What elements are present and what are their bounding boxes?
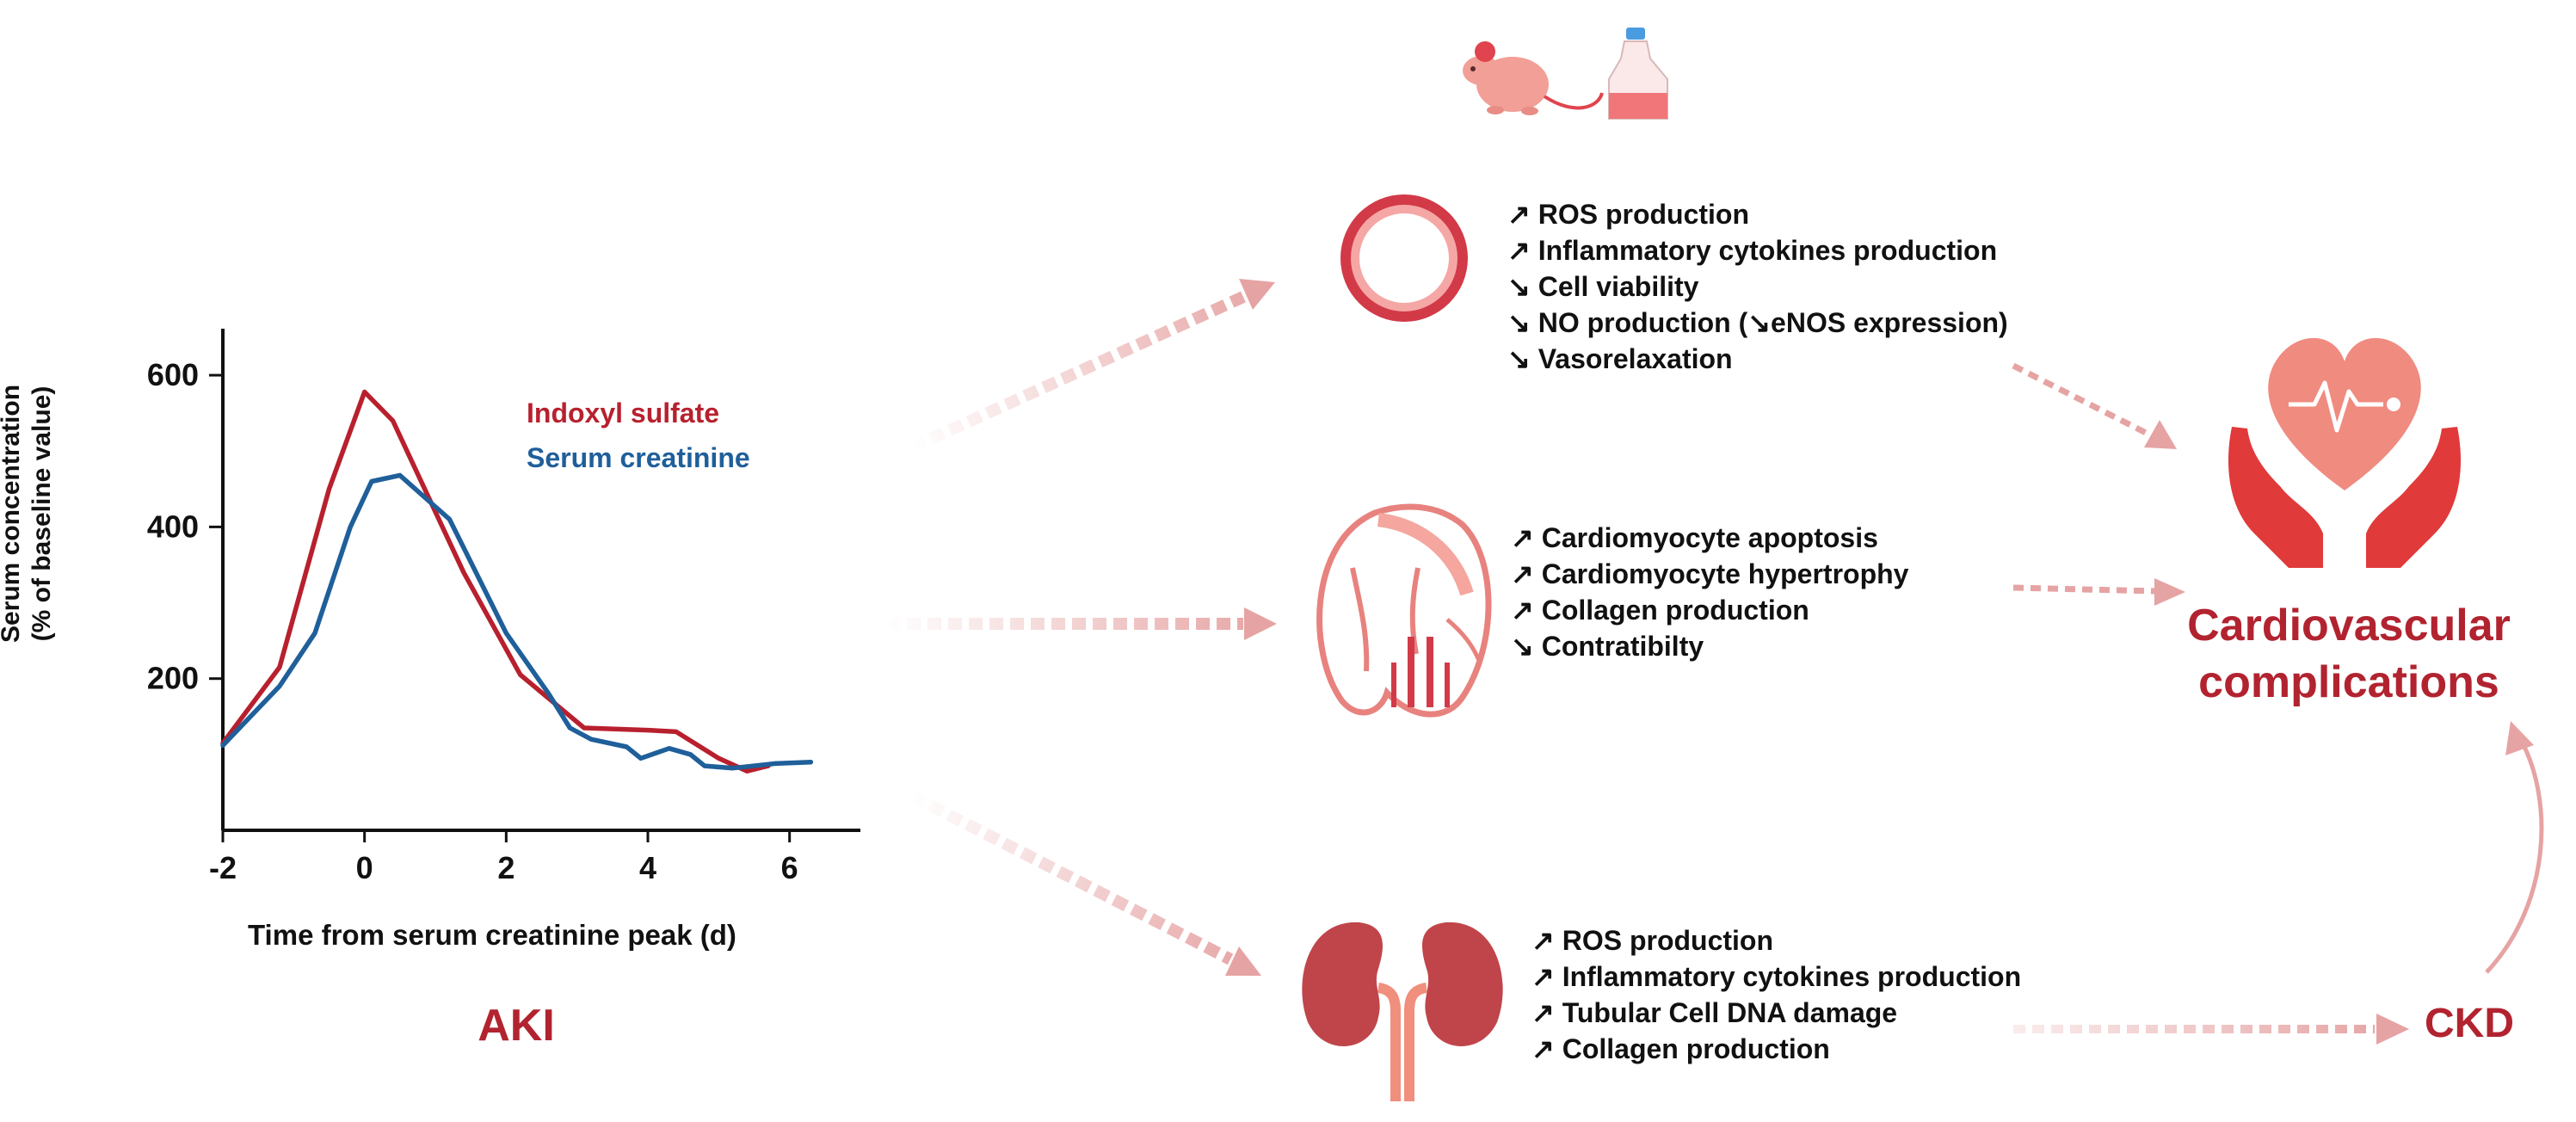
outcome-line2: complications: [2198, 657, 2499, 707]
vessel-effect: ↘ Cell viability: [1507, 271, 1699, 302]
x-tick-label: 2: [497, 850, 515, 885]
x-tick-label: 0: [356, 850, 373, 885]
chart-axes: 200 400 600 -2 0 2 4 6: [147, 329, 860, 885]
heart-effect: ↘ Contratibilty: [1511, 631, 1704, 662]
kidney-effect: ↗ Collagen production: [1531, 1033, 1830, 1064]
kidney-effects-list: ↗ ROS production ↗ Inflammatory cytokine…: [1531, 922, 2021, 1067]
kidneys-icon: [1302, 922, 1503, 1101]
heart-effects-list: ↗ Cardiomyocyte apoptosis ↗ Cardiomyocyt…: [1511, 520, 1908, 664]
arrow-ckd-to-cv: [2485, 721, 2544, 974]
x-tick-label: 6: [781, 850, 798, 885]
vessel-effect: ↘ NO production (↘eNOS expression): [1507, 307, 2008, 338]
heart-effect: ↗ Cardiomyocyte hypertrophy: [1511, 558, 1909, 589]
blood-vessel-icon: [1340, 194, 1468, 322]
arrow-to-kidney: [909, 790, 1261, 976]
series-serum-creatinine-line: [220, 472, 814, 771]
outcome-line1: Cardiovascular: [2187, 601, 2511, 650]
mouse-icon: [1463, 41, 1604, 115]
y-tick-label: 200: [147, 661, 199, 696]
arrow-kidney-to-ckd: [2013, 1014, 2409, 1045]
arrow-vessel-to-cv: [2012, 362, 2177, 449]
cardiovascular-complications-label: Cardiovascular complications: [2185, 597, 2512, 711]
arrow-heart-to-cv: [2012, 578, 2185, 606]
x-tick-label: 4: [639, 850, 656, 885]
kidney-effect: ↗ Inflammatory cytokines production: [1531, 961, 2022, 992]
x-tick-label: -2: [209, 850, 237, 885]
vessel-effects-list: ↗ ROS production ↗ Inflammatory cytokine…: [1507, 196, 2008, 377]
kidney-effect: ↗ ROS production: [1531, 925, 1774, 956]
vessel-effect: ↗ Inflammatory cytokines production: [1507, 235, 1998, 266]
ckd-label: CKD: [2425, 1001, 2514, 1046]
arrow-to-heart: [886, 607, 1277, 640]
vessel-effect: ↗ ROS production: [1507, 199, 1750, 230]
cell-culture-flask-icon: [1608, 28, 1668, 120]
series-indoxyl-sulfate-line: [220, 389, 771, 774]
chart-series: [220, 389, 814, 774]
kidney-effect: ↗ Tubular Cell DNA damage: [1531, 997, 1898, 1028]
heart-effect: ↗ Cardiomyocyte apoptosis: [1511, 522, 1878, 553]
vessel-effect: ↘ Vasorelaxation: [1507, 343, 1733, 374]
legend-indoxyl-sulfate: Indoxyl sulfate: [527, 398, 720, 428]
heart-in-hands-icon: [2228, 337, 2462, 568]
y-tick-label: 600: [147, 357, 199, 392]
heart-effect: ↗ Collagen production: [1511, 595, 1809, 626]
legend-serum-creatinine: Serum creatinine: [527, 442, 750, 473]
arrow-to-vessel: [909, 279, 1275, 453]
x-axis-title: Time from serum creatinine peak (d): [248, 919, 736, 951]
heart-section-icon: [1316, 503, 1492, 718]
y-tick-label: 400: [147, 509, 199, 544]
aki-label: AKI: [478, 1001, 555, 1051]
